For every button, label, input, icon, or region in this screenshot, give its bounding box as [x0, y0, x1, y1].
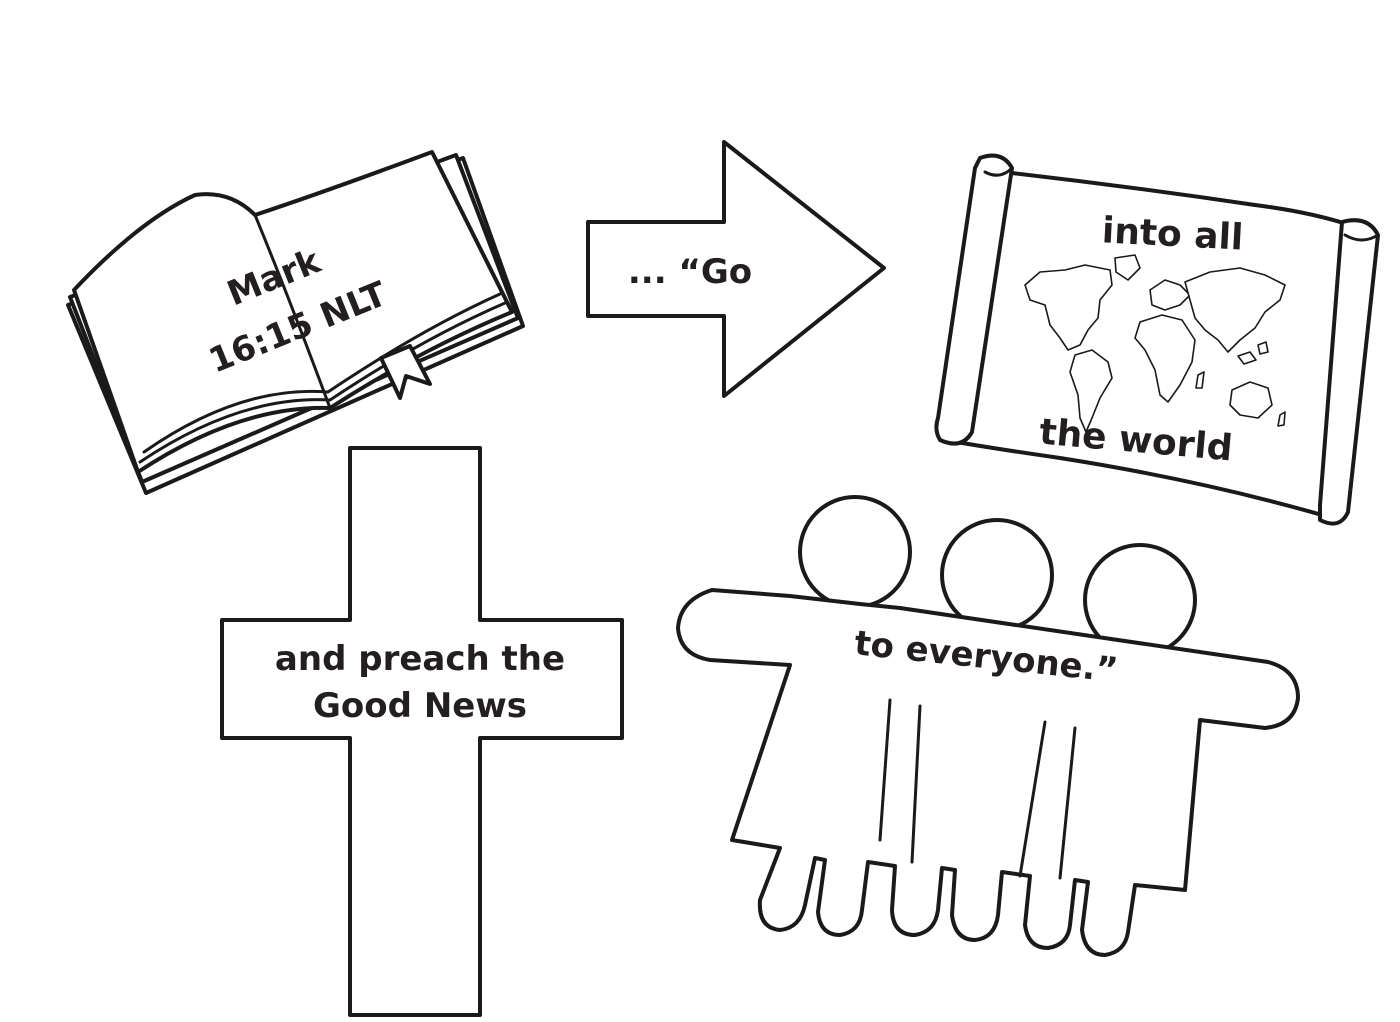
- scroll-top-text: into all: [1101, 210, 1244, 258]
- cross-text-line1: and preach the: [275, 639, 565, 679]
- cross-icon: and preach the Good News: [220, 446, 624, 1017]
- open-bible-icon: Mark 16:15 NLT: [66, 150, 525, 495]
- cross-text-line2: Good News: [313, 686, 527, 726]
- right-arrow-icon: ... “Go: [586, 140, 886, 398]
- arrow-text: ... “Go: [628, 252, 752, 292]
- world-map-icon: [1024, 254, 1286, 433]
- paper-people-chain-icon: to everyone.”: [676, 495, 1300, 957]
- scroll-world-map-icon: into all the world: [934, 153, 1380, 526]
